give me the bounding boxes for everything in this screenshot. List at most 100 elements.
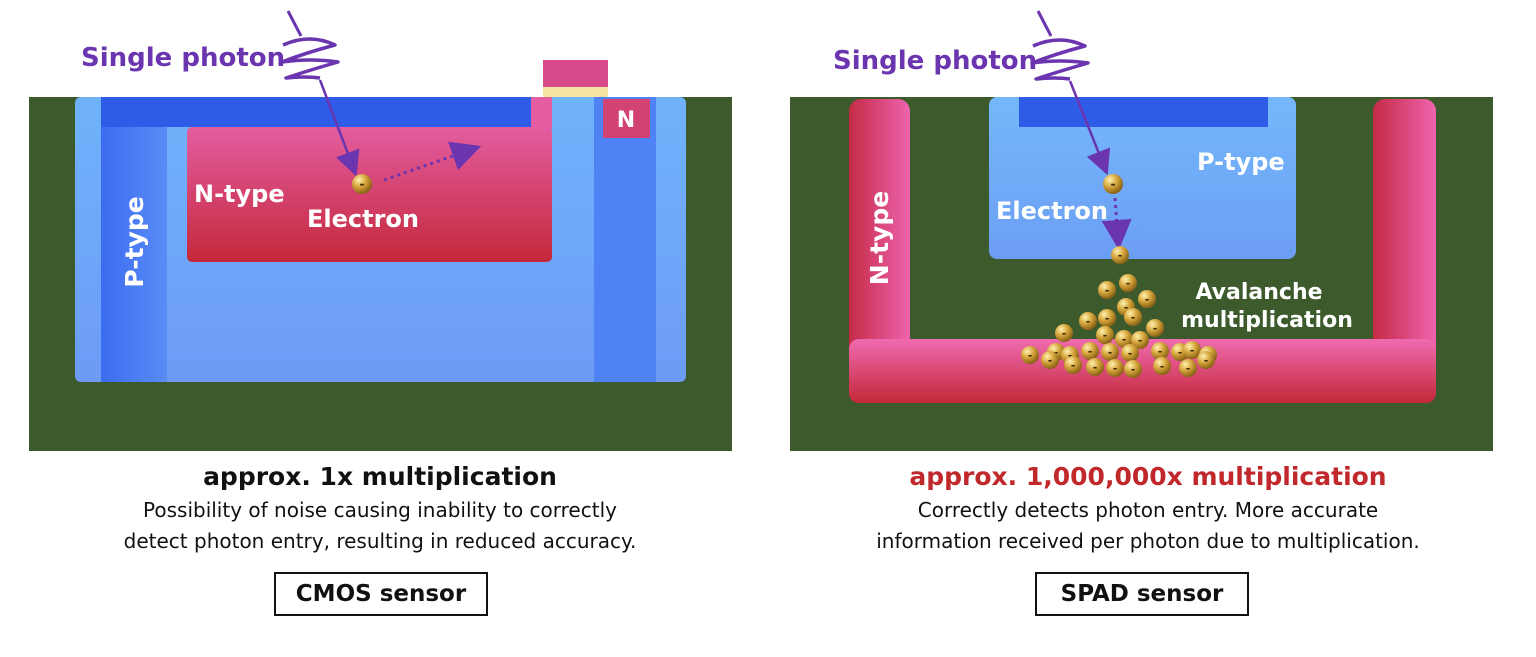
avalanche-label-line1: Avalanche bbox=[1195, 280, 1322, 305]
photon-wave-icon bbox=[1030, 10, 1090, 81]
spad-diagram: N-type P-type Electron Avalanche multipl… bbox=[790, 10, 1493, 451]
svg-text:-: - bbox=[1068, 349, 1073, 362]
svg-text:-: - bbox=[1190, 344, 1195, 357]
electron-icon: - bbox=[1153, 357, 1171, 375]
n-type-label: N-type bbox=[194, 180, 285, 208]
n-type-side-left bbox=[849, 99, 910, 399]
spad-description-line1: Correctly detects photon entry. More acc… bbox=[917, 498, 1379, 522]
electron-icon: - bbox=[1119, 274, 1137, 292]
electron-icon: - bbox=[1096, 326, 1114, 344]
electron-icon: - bbox=[1101, 343, 1119, 361]
svg-text:-: - bbox=[1105, 284, 1110, 297]
svg-text:-: - bbox=[1088, 345, 1093, 358]
n-contact bbox=[603, 99, 650, 138]
electron-icon: - bbox=[1183, 341, 1201, 359]
cmos-description-line2: detect photon entry, resulting in reduce… bbox=[123, 529, 637, 553]
svg-text:-: - bbox=[1111, 177, 1116, 191]
svg-text:-: - bbox=[1093, 361, 1098, 374]
svg-text:-: - bbox=[1131, 363, 1136, 376]
electron-icon: - bbox=[1124, 360, 1142, 378]
photon-arrow bbox=[318, 79, 360, 177]
surface-layer bbox=[1019, 97, 1268, 127]
p-type-band-right bbox=[594, 97, 656, 382]
svg-text:-: - bbox=[1126, 277, 1131, 290]
electron-icon: - bbox=[1106, 359, 1124, 377]
svg-text:-: - bbox=[1118, 249, 1123, 262]
electron-icon: - bbox=[1151, 342, 1169, 360]
avalanche-label-line2: multiplication bbox=[1181, 308, 1353, 333]
n-type-bottom bbox=[849, 339, 1436, 403]
svg-text:-: - bbox=[1158, 345, 1163, 358]
electron-icon: - bbox=[1021, 346, 1039, 364]
photon-wave-icon bbox=[280, 10, 340, 80]
electron-icon: - bbox=[1197, 351, 1215, 369]
spad-headline: approx. 1,000,000x multiplication bbox=[909, 462, 1387, 491]
svg-text:-: - bbox=[1124, 301, 1129, 314]
electron-label: Electron bbox=[307, 205, 419, 233]
cmos-description: Possibility of noise causing inability t… bbox=[0, 495, 760, 557]
electron-icon: - bbox=[1146, 319, 1164, 337]
svg-text:-: - bbox=[1105, 312, 1110, 325]
svg-text:-: - bbox=[1131, 311, 1136, 324]
spad-description-line2: information received per photon due to m… bbox=[876, 529, 1420, 553]
avalanche-electrons: ------------------------------- bbox=[1021, 246, 1217, 378]
photon-label: Single photon bbox=[833, 46, 1037, 76]
electron-icon: - bbox=[1098, 309, 1116, 327]
cmos-diagram: N P-type N-type Electron Single photon - bbox=[29, 10, 732, 451]
electron-path-arrow bbox=[383, 141, 482, 182]
svg-text:-: - bbox=[1122, 333, 1127, 346]
electron-icon: - bbox=[1111, 246, 1129, 264]
electron-icon: - bbox=[1131, 331, 1149, 349]
electron-icon: - bbox=[1081, 342, 1099, 360]
svg-text:-: - bbox=[1048, 354, 1053, 367]
electron-icon: - bbox=[1055, 324, 1073, 342]
electron-icon: - bbox=[1115, 330, 1133, 348]
svg-text:-: - bbox=[1145, 293, 1150, 306]
electron-label: Electron bbox=[996, 197, 1108, 225]
photon-arrow bbox=[1068, 80, 1111, 176]
p-type-band-left bbox=[101, 97, 167, 382]
p-type-region bbox=[989, 97, 1296, 259]
svg-text:-: - bbox=[1071, 359, 1076, 372]
electron-icon: - bbox=[1179, 359, 1197, 377]
p-type-label: P-type bbox=[120, 196, 149, 287]
svg-text:-: - bbox=[1113, 362, 1118, 375]
electron-icon: - bbox=[1064, 356, 1082, 374]
svg-text:-: - bbox=[1128, 347, 1133, 360]
cmos-panel: N P-type N-type Electron Single photon -… bbox=[0, 0, 760, 657]
svg-text:-: - bbox=[1138, 334, 1143, 347]
svg-text:-: - bbox=[1204, 354, 1209, 367]
cmos-sensor-label: CMOS sensor bbox=[274, 572, 488, 616]
electron-icon: - bbox=[352, 174, 372, 194]
spad-description: Correctly detects photon entry. More acc… bbox=[760, 495, 1536, 557]
electron-icon: - bbox=[1079, 312, 1097, 330]
svg-text:-: - bbox=[1054, 346, 1059, 359]
svg-text:-: - bbox=[1062, 327, 1067, 340]
n-contact-label: N bbox=[617, 108, 635, 133]
cmos-headline: approx. 1x multiplication bbox=[203, 462, 557, 491]
spad-sensor-label: SPAD sensor bbox=[1035, 572, 1249, 616]
n-region-top-strip bbox=[531, 97, 552, 129]
electrode-top bbox=[543, 60, 608, 87]
electron-icon: - bbox=[1103, 174, 1123, 194]
spad-panel: N-type P-type Electron Avalanche multipl… bbox=[760, 0, 1536, 657]
svg-text:-: - bbox=[1028, 349, 1033, 362]
n-type-side-right bbox=[1373, 99, 1436, 399]
svg-text:-: - bbox=[1103, 329, 1108, 342]
svg-text:-: - bbox=[1108, 346, 1113, 359]
surface-layer bbox=[101, 97, 531, 127]
svg-text:-: - bbox=[360, 177, 365, 191]
svg-text:-: - bbox=[1153, 322, 1158, 335]
electron-icon: - bbox=[1138, 290, 1156, 308]
electron-icon: - bbox=[1124, 308, 1142, 326]
svg-text:-: - bbox=[1086, 315, 1091, 328]
electrode-base bbox=[543, 87, 608, 97]
svg-text:-: - bbox=[1178, 346, 1183, 359]
n-type-label: N-type bbox=[865, 191, 894, 285]
photon-label: Single photon bbox=[81, 43, 285, 73]
electron-icon: - bbox=[1041, 351, 1059, 369]
electron-icon: - bbox=[1121, 344, 1139, 362]
svg-text:-: - bbox=[1160, 360, 1165, 373]
svg-text:-: - bbox=[1186, 362, 1191, 375]
cmos-description-line1: Possibility of noise causing inability t… bbox=[143, 498, 617, 522]
